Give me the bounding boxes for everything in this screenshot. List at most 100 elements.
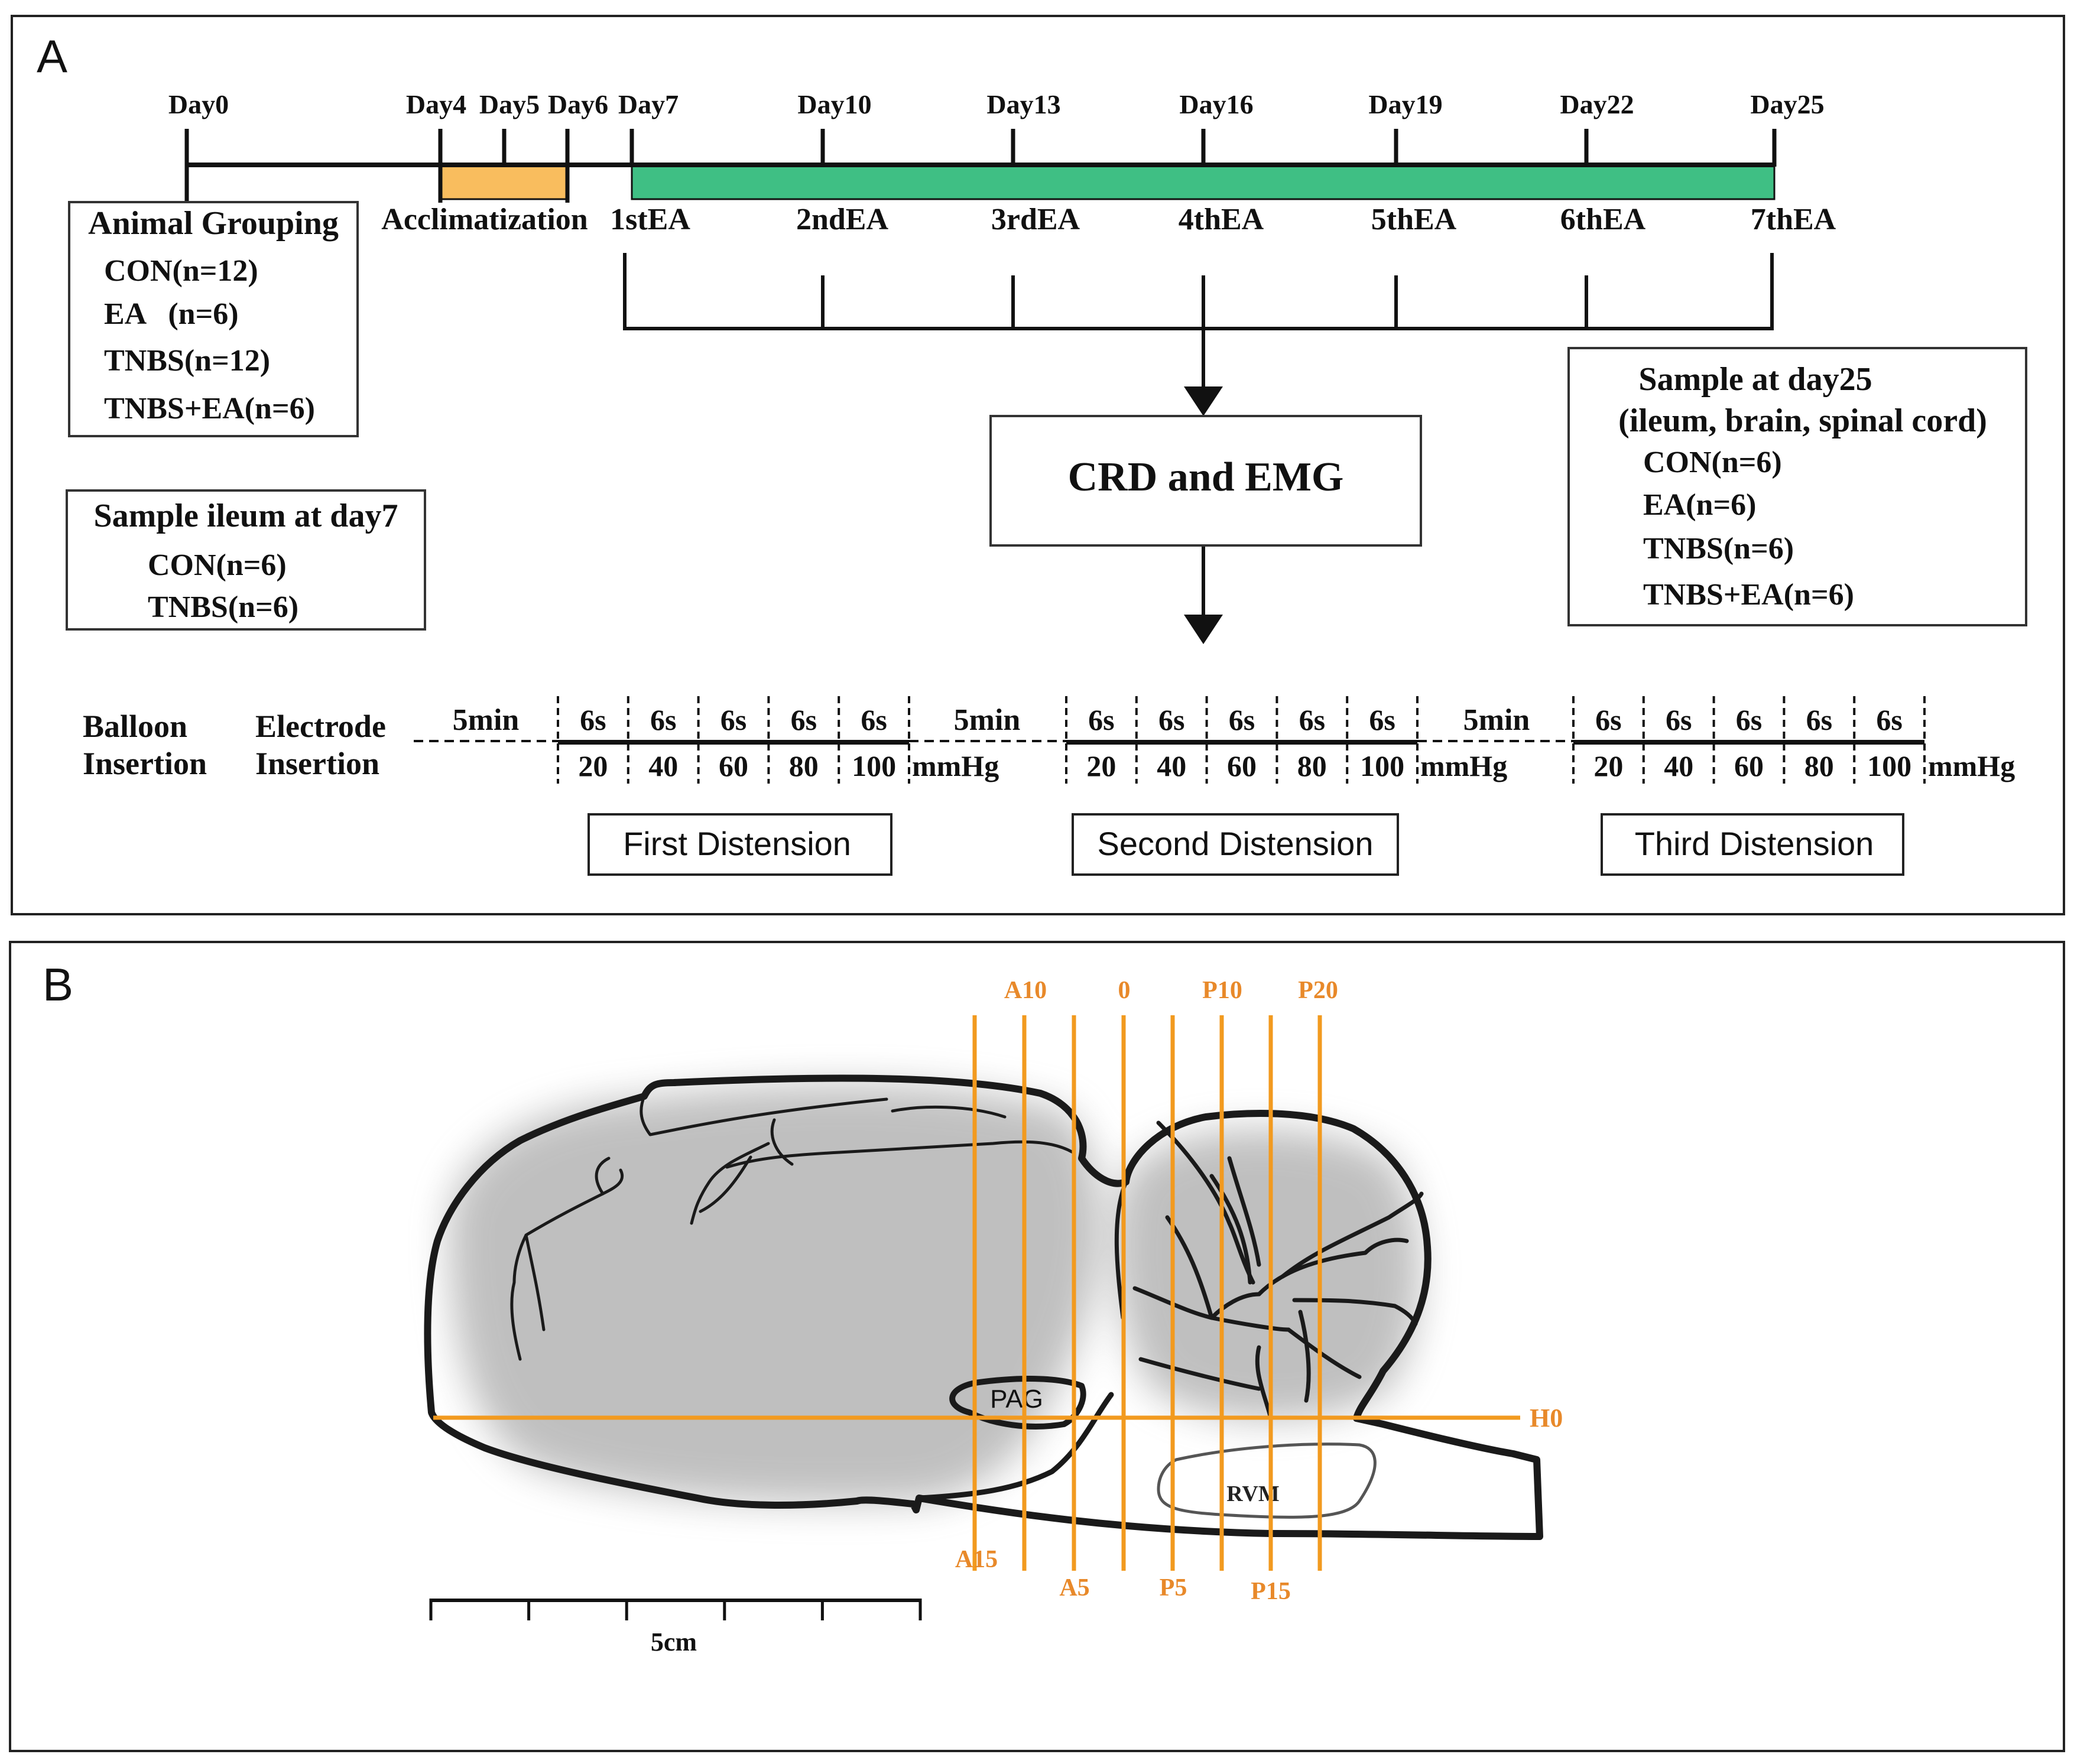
step-duration-label: 6s bbox=[1806, 703, 1832, 736]
rest-period-label: 5min bbox=[453, 703, 520, 737]
coronal-label-top: P10 bbox=[1202, 977, 1242, 1004]
pressure-label: 80 bbox=[1804, 749, 1834, 782]
day-label: Day10 bbox=[797, 89, 871, 119]
ea-session-label: 3rdEA bbox=[991, 203, 1080, 236]
brain-outline bbox=[424, 1074, 1543, 1540]
day-label: Day7 bbox=[618, 89, 679, 119]
electrode-label-2: Insertion bbox=[255, 746, 379, 781]
step-duration-label: 6s bbox=[580, 703, 606, 736]
pressure-label: 20 bbox=[578, 749, 608, 782]
coronal-label-top: P20 bbox=[1298, 977, 1338, 1004]
pressure-label: 100 bbox=[1360, 749, 1404, 782]
pressure-label: 40 bbox=[648, 749, 678, 782]
scale-label: 5cm bbox=[651, 1627, 697, 1656]
coronal-label-bottom: A15 bbox=[955, 1546, 998, 1573]
step-duration-label: 6s bbox=[1666, 703, 1692, 736]
brain-sagittal-drawing: PAG RVM bbox=[424, 1074, 1543, 1540]
panel-b-letter: B bbox=[43, 959, 73, 1011]
step-duration-label: 6s bbox=[1736, 703, 1762, 736]
sample-day25-ea: EA(n=6) bbox=[1643, 488, 1756, 522]
step-duration-label: 6s bbox=[1369, 703, 1395, 736]
pressure-label: 40 bbox=[1157, 749, 1186, 782]
distension-box bbox=[1072, 813, 1399, 876]
ea-session-label: 2ndEA bbox=[796, 203, 889, 236]
pressure-label: 20 bbox=[1086, 749, 1116, 782]
step-duration-label: 6s bbox=[791, 703, 817, 736]
day-label: Day6 bbox=[548, 89, 608, 119]
sample-day25-subtitle: (ileum, brain, spinal cord) bbox=[1618, 402, 1987, 439]
distension-protocol: Balloon Insertion Electrode Insertion 5m… bbox=[83, 696, 2015, 876]
group-tnbs-ea: TNBS+EA(n=6) bbox=[104, 392, 315, 425]
sample-day7-box: Sample ileum at day7 CON(n=6) TNBS(n=6) bbox=[66, 489, 426, 631]
balloon-label-1: Balloon bbox=[83, 709, 187, 744]
sample-day25-tnbs: TNBS(n=6) bbox=[1643, 532, 1794, 566]
day-label: Day19 bbox=[1368, 89, 1442, 119]
day-label: Day4 bbox=[406, 89, 466, 119]
crd-emg-box bbox=[989, 415, 1422, 547]
panel-b: B bbox=[9, 941, 2065, 1752]
arrow-to-crd bbox=[1184, 386, 1223, 416]
acclimatization-label: Acclimatization bbox=[381, 203, 588, 236]
sample-day7-title: Sample ileum at day7 bbox=[94, 498, 398, 534]
panel-b-frame bbox=[9, 941, 2065, 1752]
pag-outline bbox=[949, 1376, 1086, 1430]
day-ticks bbox=[184, 129, 1777, 203]
group-con: CON(n=12) bbox=[104, 254, 258, 288]
pressure-label: 20 bbox=[1593, 749, 1623, 782]
day-label: Day22 bbox=[1560, 89, 1634, 119]
pressure-label: 60 bbox=[1734, 749, 1764, 782]
day-label: Day13 bbox=[986, 89, 1060, 119]
ea-session-label: 5thEA bbox=[1371, 203, 1457, 236]
animal-grouping-title: Animal Grouping bbox=[88, 205, 339, 242]
h0-label: H0 bbox=[1530, 1404, 1563, 1432]
sample-day7-con: CON(n=6) bbox=[148, 548, 287, 582]
step-duration-label: 6s bbox=[861, 703, 887, 736]
distension-box bbox=[1601, 813, 1904, 876]
distension-label: Third Distension bbox=[1635, 825, 1874, 862]
scale-ticks bbox=[429, 1599, 922, 1620]
rest-period-label: 5min bbox=[1463, 703, 1530, 737]
treatment-bar bbox=[631, 164, 1776, 200]
pressure-label: 80 bbox=[1297, 749, 1327, 782]
arrow-to-protocol bbox=[1184, 615, 1223, 644]
protocol-strip: 5min 6s 20 6s 40 6s 60 6s 80 6s 100 mmHg 5min 6s 20 6s 4… bbox=[414, 696, 2015, 784]
day-label: Day5 bbox=[479, 89, 540, 119]
animal-grouping-box: Animal Grouping CON(n=12) EA (n=6) TNBS(… bbox=[68, 201, 359, 437]
electrode-label-1: Electrode bbox=[255, 709, 386, 744]
step-duration-label: 6s bbox=[1595, 703, 1621, 736]
distension-label: First Distension bbox=[623, 825, 851, 862]
crd-emg-label: CRD and EMG bbox=[1068, 454, 1344, 500]
pressure-label: 100 bbox=[1867, 749, 1911, 782]
step-duration-label: 6s bbox=[1088, 703, 1114, 736]
sample-day25-box: Sample at day25 (ileum, brain, spinal co… bbox=[1567, 347, 2027, 626]
step-duration-label: 6s bbox=[720, 703, 746, 736]
sample-day25-con: CON(n=6) bbox=[1643, 446, 1782, 479]
step-duration-label: 6s bbox=[1229, 703, 1255, 736]
step-duration-label: 6s bbox=[1876, 703, 1902, 736]
coronal-label-top: 0 bbox=[1118, 977, 1131, 1004]
day-label: Day0 bbox=[168, 89, 229, 119]
sample-day25-tnbs-ea: TNBS+EA(n=6) bbox=[1643, 578, 1854, 612]
ea-session-label: 6thEA bbox=[1560, 203, 1646, 236]
pressure-label: 60 bbox=[1227, 749, 1257, 782]
coronal-label-bottom: P5 bbox=[1160, 1574, 1187, 1601]
step-duration-label: 6s bbox=[1299, 703, 1325, 736]
day-label: Day25 bbox=[1750, 89, 1824, 119]
acclimatization-bar bbox=[439, 164, 569, 200]
ea-session-label: 1stEA bbox=[610, 203, 690, 236]
pressure-label: 100 bbox=[852, 749, 896, 782]
step-duration-label: 6s bbox=[1158, 703, 1184, 736]
pressure-label: 60 bbox=[719, 749, 748, 782]
coronal-label-bottom: A5 bbox=[1059, 1574, 1089, 1601]
rvm-outline bbox=[1157, 1443, 1377, 1519]
pressure-unit-label: mmHg bbox=[1928, 749, 2015, 782]
group-ea: EA (n=6) bbox=[104, 297, 239, 331]
pressure-label: 40 bbox=[1664, 749, 1693, 782]
group-tnbs: TNBS(n=12) bbox=[104, 344, 270, 378]
